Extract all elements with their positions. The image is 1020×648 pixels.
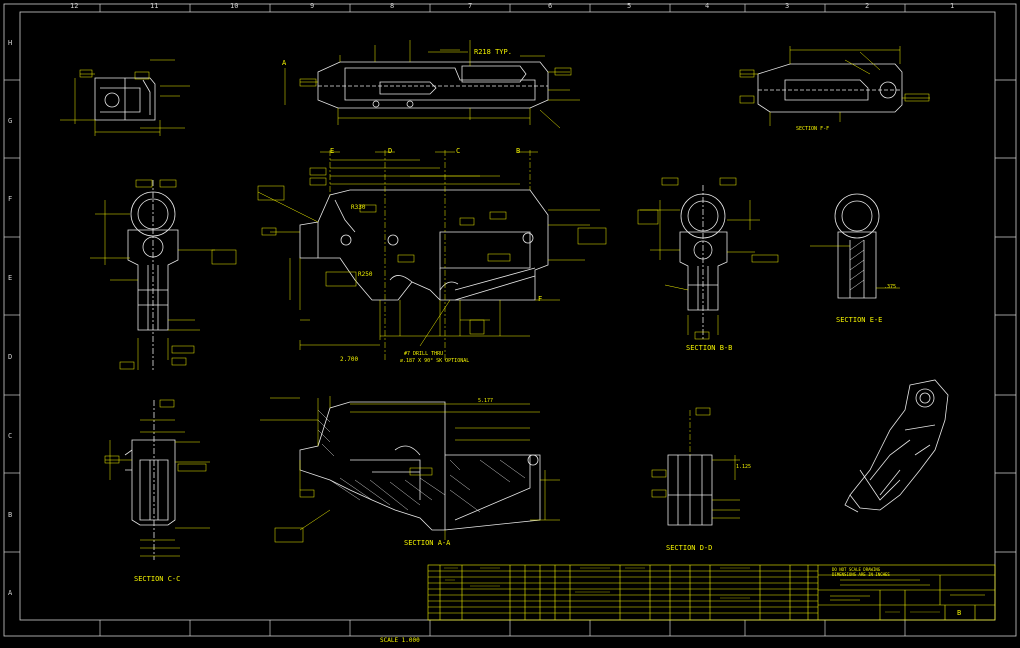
dims-main-side — [257, 150, 607, 360]
col-label: 5 — [627, 2, 632, 10]
view-left-end — [127, 180, 179, 370]
row-label: G — [8, 117, 13, 125]
dim-1125: 1.125 — [736, 464, 752, 470]
cut-mark-e: E — [330, 147, 335, 155]
cut-mark-b: B — [516, 147, 521, 155]
dims-section-bb — [637, 177, 779, 340]
col-label: 12 — [70, 2, 79, 10]
dim-2700: 2.700 — [340, 356, 359, 363]
view-section-ff — [757, 63, 903, 113]
callout-r330: R330 — [351, 204, 366, 211]
dims-section-aa — [260, 396, 560, 543]
view-section-ee — [834, 193, 880, 299]
view-section-aa — [299, 401, 541, 531]
title-note-2: DIMENSIONS ARE IN INCHES — [832, 572, 890, 577]
col-label: 1 — [950, 2, 955, 10]
view-isometric — [844, 379, 949, 513]
view-section-bb — [679, 185, 728, 340]
border-ticks — [4, 4, 1016, 636]
cut-mark-d: D — [388, 147, 393, 155]
view-section-dd — [667, 454, 713, 526]
title-note-1: DO NOT SCALE DRAWING — [832, 567, 881, 572]
row-label: H — [8, 39, 13, 47]
cut-mark-f: F — [538, 295, 543, 303]
row-label: E — [8, 274, 13, 282]
scale-note: SCALE 1.000 — [380, 637, 420, 644]
col-label: 2 — [865, 2, 870, 10]
col-label: 10 — [230, 2, 239, 10]
dims-top-center — [284, 40, 580, 129]
col-label: 9 — [310, 2, 315, 10]
title-block-text — [444, 567, 940, 613]
cut-mark-c: C — [456, 147, 461, 155]
title-sheet-size: B — [957, 609, 962, 617]
title-block — [427, 564, 996, 621]
view-top-left — [94, 77, 156, 121]
callout-drill: #7 DRILL THRU — [404, 351, 444, 357]
callout-r218: R218 TYP. — [474, 48, 512, 56]
section-cc-title: SECTION C-C — [134, 575, 181, 583]
row-label: B — [8, 511, 13, 519]
section-ff-title: SECTION F-F — [796, 126, 830, 132]
row-label: D — [8, 353, 13, 361]
col-label: 3 — [785, 2, 790, 10]
section-dd-title: SECTION D-D — [666, 544, 713, 552]
col-label: 4 — [705, 2, 710, 10]
dims-top-left — [60, 59, 190, 136]
callout-optional: ⌀.187 X 90° SK OPTIONAL — [400, 358, 470, 364]
view-top-center — [317, 61, 549, 109]
row-label: C — [8, 432, 13, 440]
dims-section-dd — [651, 407, 740, 519]
dims-left-end — [90, 179, 237, 370]
cut-mark-a: A — [282, 59, 287, 67]
dims-section-ee — [810, 245, 900, 289]
row-label: F — [8, 195, 13, 203]
col-label: 8 — [390, 2, 395, 10]
row-label: A — [8, 589, 13, 597]
hatch-section-ee — [849, 239, 865, 291]
callout-r250: R250 — [358, 271, 373, 278]
hatch-section-aa — [317, 409, 526, 513]
dim-5177: 5.177 — [478, 398, 494, 404]
section-bb-title: SECTION B-B — [686, 344, 733, 352]
col-label: 11 — [150, 2, 159, 10]
dims-section-cc — [104, 399, 210, 557]
col-label: 6 — [548, 2, 553, 10]
section-ee-title: SECTION E-E — [836, 316, 883, 324]
section-aa-title: SECTION A-A — [404, 539, 451, 547]
view-main-side — [299, 189, 549, 301]
col-label: 7 — [468, 2, 473, 10]
dims-section-ff — [739, 46, 930, 126]
dim-375: .375 — [884, 284, 897, 290]
view-section-cc — [124, 400, 176, 560]
